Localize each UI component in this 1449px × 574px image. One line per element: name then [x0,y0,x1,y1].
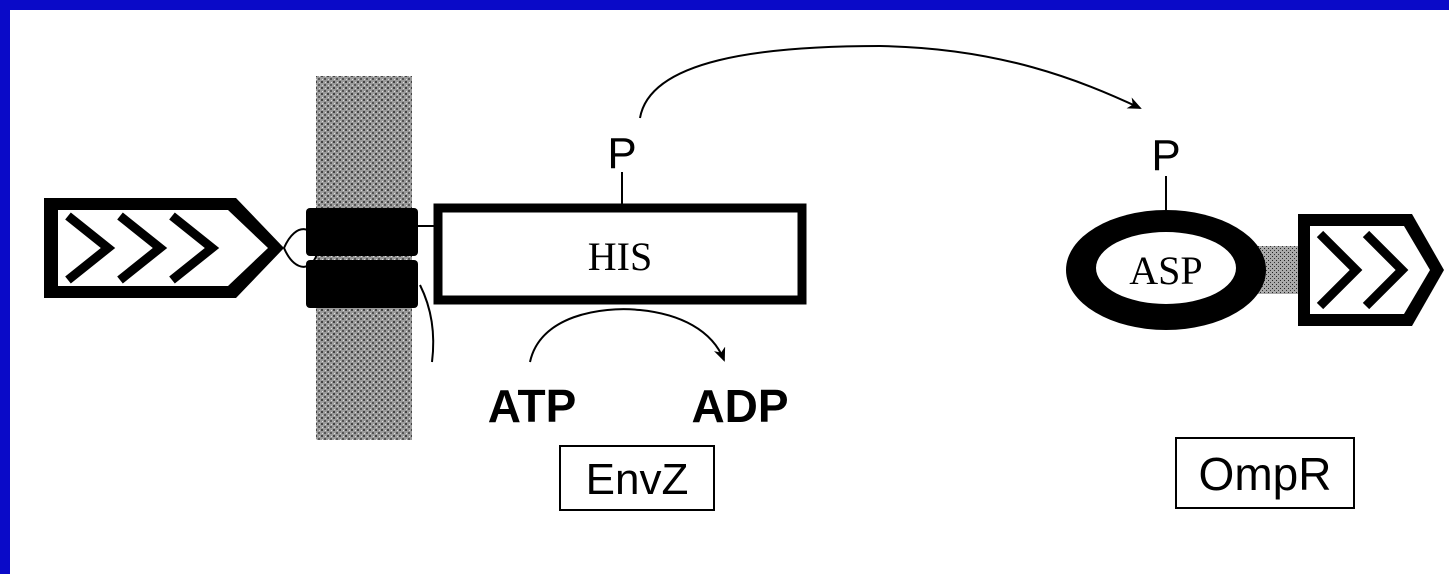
his-label: HIS [588,234,652,279]
ompr-asp-domain: ASP [1066,210,1266,330]
envz-name: EnvZ [586,455,689,504]
ompr-effector-domain [1298,214,1444,326]
ompr-name-box: OmpR [1175,437,1355,509]
envz-phospho-label: P [607,129,636,178]
envz-name-box: EnvZ [559,445,715,511]
adp-label: ADP [691,380,788,432]
asp-label: ASP [1129,248,1202,293]
atp-adp-arrow [529,308,726,363]
ompr-phospho-label: P [1151,131,1180,180]
ompr-name: OmpR [1199,448,1332,500]
chevron-icon [1316,230,1409,310]
phosphotransfer-arrow [639,44,1142,119]
envz-his-domain: HIS [433,203,807,305]
envz-sensor-domain [44,198,284,298]
atp-label: ATP [488,380,577,432]
cell-membrane [316,76,412,440]
transmembrane-helices [306,208,418,308]
chevron-icon [65,212,220,284]
membrane-loop-line [419,284,435,363]
